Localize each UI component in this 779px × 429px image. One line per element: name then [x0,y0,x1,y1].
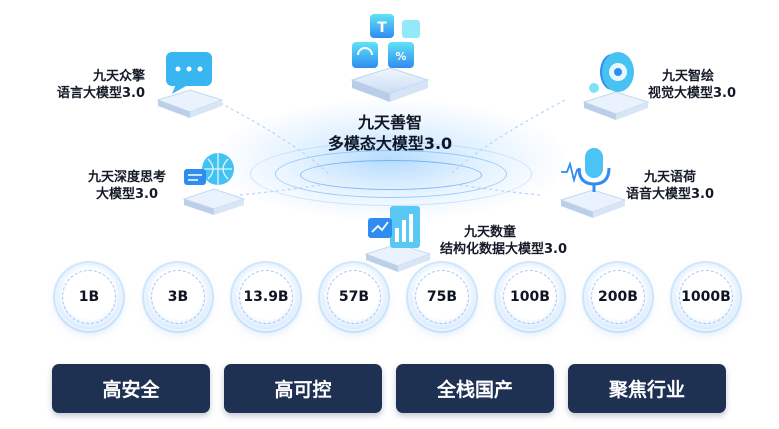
model-desc: 语音大模型3.0 [626,187,715,202]
model-desc: 语言大模型3.0 [56,86,145,101]
feature-controllable-button[interactable]: 高可控 [224,364,382,413]
param-size-label: 1000B [681,289,731,305]
model-desc: 大模型3.0 [95,187,159,202]
model-label-speech: 九天语荷 语音大模型3.0 [626,169,714,203]
model-label-deep-thinking: 九天深度思考 大模型3.0 [72,169,182,203]
multimodal-cubes-icon: T % [350,14,430,102]
feature-security-button[interactable]: 高安全 [52,364,210,413]
feature-domestic-stack-button[interactable]: 全栈国产 [396,364,554,413]
model-name: 九天深度思考 [87,170,166,185]
glow-ring-inner [300,160,482,190]
param-size-bubble: 57B [322,265,386,329]
glow-ring-outer [250,142,532,206]
svg-text:%: % [395,50,406,63]
param-size-bubble: 75B [410,265,474,329]
model-name: 九天数童 [464,225,517,240]
model-name: 九天智绘 [662,69,715,84]
svg-text:T: T [377,20,387,36]
param-size-label: 200B [598,289,638,305]
param-size-label: 13.9B [243,289,289,305]
param-size-bubble: 200B [586,265,650,329]
param-size-label: 100B [510,289,550,305]
param-size-bubble: 3B [146,265,210,329]
data-chart-icon [364,206,432,272]
model-desc: 结构化数据大模型3.0 [440,242,568,257]
microphone-icon [559,148,627,218]
model-name: 九天语荷 [644,170,697,185]
model-label-structured-data: 九天数童 结构化数据大模型3.0 [440,224,567,258]
globe-chat-icon [182,153,246,215]
param-size-label: 75B [426,289,458,305]
glow-ring-middle [275,150,507,198]
model-label-language: 九天众擎 语言大模型3.0 [40,68,145,102]
param-size-bubble: 1B [57,265,121,329]
model-label-vision: 九天智绘 视觉大模型3.0 [648,68,736,102]
feature-industry-focus-button[interactable]: 聚焦行业 [568,364,726,413]
center-model-title: 九天善智 多模态大模型3.0 [300,112,480,154]
center-title-line2: 多模态大模型3.0 [327,134,453,153]
param-size-bubble: 13.9B [234,265,298,329]
camera-lens-icon [582,52,650,120]
param-size-label: 3B [167,289,189,305]
param-size-label: 57B [338,289,370,305]
model-name: 九天众擎 [92,69,145,84]
param-size-bubble: 1000B [674,265,738,329]
center-title-line1: 九天善智 [357,113,422,132]
param-size-bubble: 100B [498,265,562,329]
model-desc: 视觉大模型3.0 [648,86,737,101]
chat-bubble-icon [156,52,224,118]
param-size-label: 1B [78,289,100,305]
